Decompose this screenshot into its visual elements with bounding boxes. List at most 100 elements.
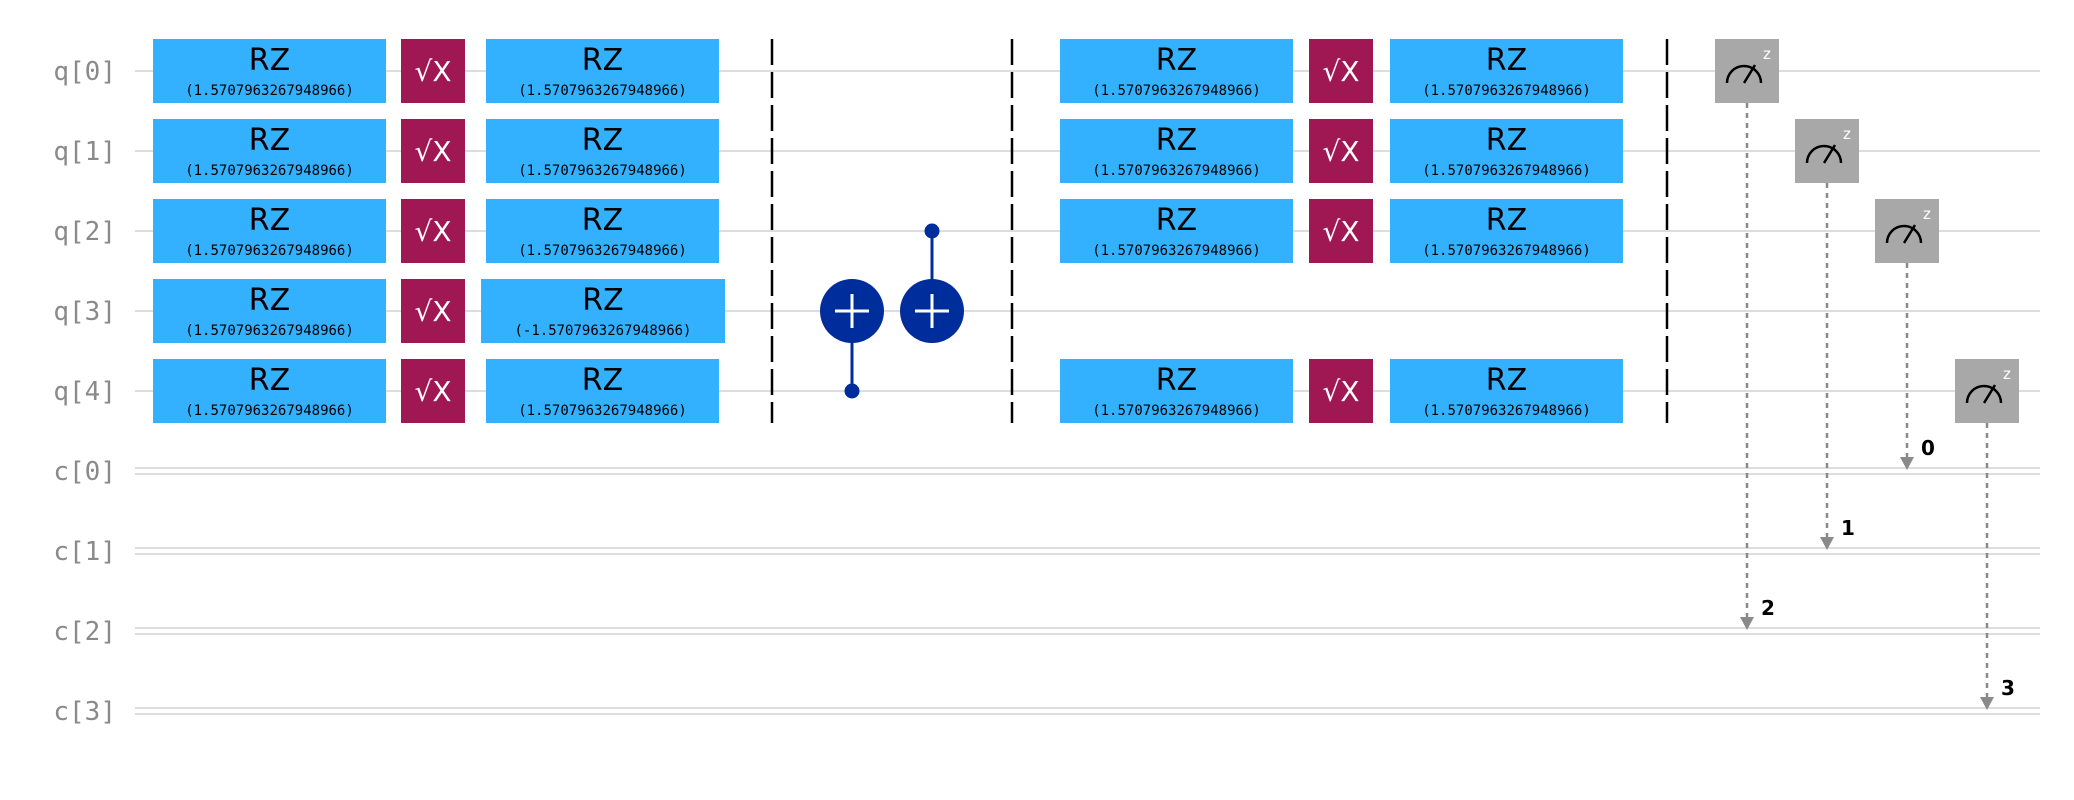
rz-gate-parameter: (1.5707963267948966)	[518, 83, 687, 99]
sx-gate-box	[401, 199, 465, 263]
rz-gate-box	[153, 39, 386, 103]
sx-gate: √X	[1309, 39, 1373, 103]
rz-gate-parameter: (1.5707963267948966)	[185, 243, 354, 259]
rz-gate-box	[486, 359, 719, 423]
rz-gate-box	[481, 279, 725, 343]
classical-bit-index: 3	[2001, 676, 2015, 700]
rz-gate: RZ(1.5707963267948966)	[153, 359, 386, 423]
rz-gate-parameter: (1.5707963267948966)	[185, 403, 354, 419]
rz-gate: RZ(1.5707963267948966)	[153, 119, 386, 183]
rz-gate-name: RZ	[249, 283, 290, 318]
rz-gate-parameter: (1.5707963267948966)	[185, 323, 354, 339]
rz-gate: RZ(1.5707963267948966)	[1060, 359, 1293, 423]
rz-gate-box	[1060, 359, 1293, 423]
sx-gate-label: √X	[1322, 55, 1359, 88]
rz-gate-parameter: (1.5707963267948966)	[1422, 243, 1591, 259]
rz-gate-name: RZ	[582, 283, 623, 318]
measure-basis-label: z	[1843, 125, 1851, 143]
measure-basis-label: z	[1763, 45, 1771, 63]
measure-arrow: 3	[1980, 423, 2015, 710]
rz-gate-name: RZ	[1156, 43, 1197, 78]
measure-basis-label: z	[1923, 205, 1931, 223]
sx-gate-label: √X	[414, 375, 451, 408]
classical-label: c[3]	[53, 697, 116, 727]
sx-gate: √X	[1309, 119, 1373, 183]
sx-gate: √X	[401, 39, 465, 103]
rz-gate-parameter: (1.5707963267948966)	[518, 163, 687, 179]
rz-gate-box	[1390, 119, 1623, 183]
measure-gate: z	[1715, 39, 1779, 103]
sx-gate: √X	[1309, 199, 1373, 263]
rz-gate-box	[153, 279, 386, 343]
gates-layer: RZ (1.5707963267948966) RZ (1.5707963267948…	[153, 39, 2019, 423]
rz-gate-name: RZ	[1486, 123, 1527, 158]
measure-arrow: 0	[1900, 263, 1935, 470]
cnot-control-dot	[844, 383, 860, 399]
rz-gate: RZ (1.5707963267948966)	[153, 39, 386, 103]
rz-gate: RZ (-1.5707963267948966)	[481, 279, 725, 343]
rz-gate-box	[153, 359, 386, 423]
qubit-label: q[3]	[53, 297, 116, 327]
meter-icon	[1805, 144, 1843, 164]
qubit-label: q[4]	[53, 377, 116, 407]
rz-gate-name: RZ	[582, 363, 623, 398]
classical-label: c[1]	[53, 537, 116, 567]
measure-gate-box	[1955, 359, 2019, 423]
measure-arrow: 2	[1740, 103, 1775, 630]
cnot-gate	[900, 223, 964, 343]
wire-labels: q[0]q[1]q[2]q[3]q[4]c[0]c[1]c[2]c[3]	[53, 57, 116, 727]
meter-needle-icon	[1902, 224, 1917, 244]
meter-icon	[1725, 64, 1763, 84]
sx-gate: √X	[1309, 359, 1373, 423]
rz-gate: RZ(1.5707963267948966)	[1390, 39, 1623, 103]
sx-gate-label: √X	[1322, 135, 1359, 168]
rz-gate-name: RZ	[1156, 203, 1197, 238]
rz-gate-box	[1060, 199, 1293, 263]
rz-gate: RZ(1.5707963267948966)	[486, 119, 719, 183]
rz-gate: RZ(1.5707963267948966)	[1060, 199, 1293, 263]
sx-gate-box	[1309, 119, 1373, 183]
rz-gate-name: RZ	[249, 203, 290, 238]
rz-gate-box	[486, 119, 719, 183]
sx-gate-box	[401, 39, 465, 103]
rz-gate-box	[153, 199, 386, 263]
measure-gate: z	[1955, 359, 2019, 423]
cnot-gate	[820, 279, 884, 399]
classical-bit-index: 0	[1921, 436, 1935, 460]
rz-gate-parameter: (1.5707963267948966)	[185, 83, 354, 99]
classical-label: c[2]	[53, 617, 116, 647]
measure-gate-box	[1795, 119, 1859, 183]
sx-gate: √X	[401, 279, 465, 343]
rz-gate-parameter: (1.5707963267948966)	[1422, 83, 1591, 99]
rz-gate: RZ(1.5707963267948966)	[486, 199, 719, 263]
rz-gate-parameter: (1.5707963267948966)	[1092, 163, 1261, 179]
rz-gate: RZ (1.5707963267948966)	[1060, 39, 1293, 103]
rz-gate-box	[1390, 39, 1623, 103]
sx-gate-label: √X	[1322, 215, 1359, 248]
classical-bit-index: 1	[1841, 516, 1855, 540]
rz-gate: RZ(1.5707963267948966)	[486, 359, 719, 423]
rz-gate: RZ(1.5707963267948966)	[1390, 119, 1623, 183]
arrow-head-icon	[1980, 697, 1994, 710]
cnot-control-dot	[924, 223, 940, 239]
measure-gate-box	[1715, 39, 1779, 103]
rz-gate-name: RZ	[249, 43, 290, 78]
rz-gate-parameter: (1.5707963267948966)	[1092, 83, 1261, 99]
classical-bit-index: 2	[1761, 596, 1775, 620]
sx-gate-box	[1309, 359, 1373, 423]
measure-gate-box	[1875, 199, 1939, 263]
rz-gate-box	[486, 39, 719, 103]
qubit-label: q[0]	[53, 57, 116, 87]
sx-gate-box	[1309, 199, 1373, 263]
rz-gate-parameter: (1.5707963267948966)	[185, 163, 354, 179]
rz-gate: RZ(1.5707963267948966)	[1390, 359, 1623, 423]
sx-gate: √X	[401, 119, 465, 183]
rz-gate-parameter: (-1.5707963267948966)	[514, 323, 691, 339]
rz-gate-box	[1060, 119, 1293, 183]
measure-basis-label: z	[2003, 365, 2011, 383]
classical-label: c[0]	[53, 457, 116, 487]
arrow-head-icon	[1900, 457, 1914, 470]
measure-gate: z	[1875, 199, 1939, 263]
sx-gate-box	[1309, 39, 1373, 103]
